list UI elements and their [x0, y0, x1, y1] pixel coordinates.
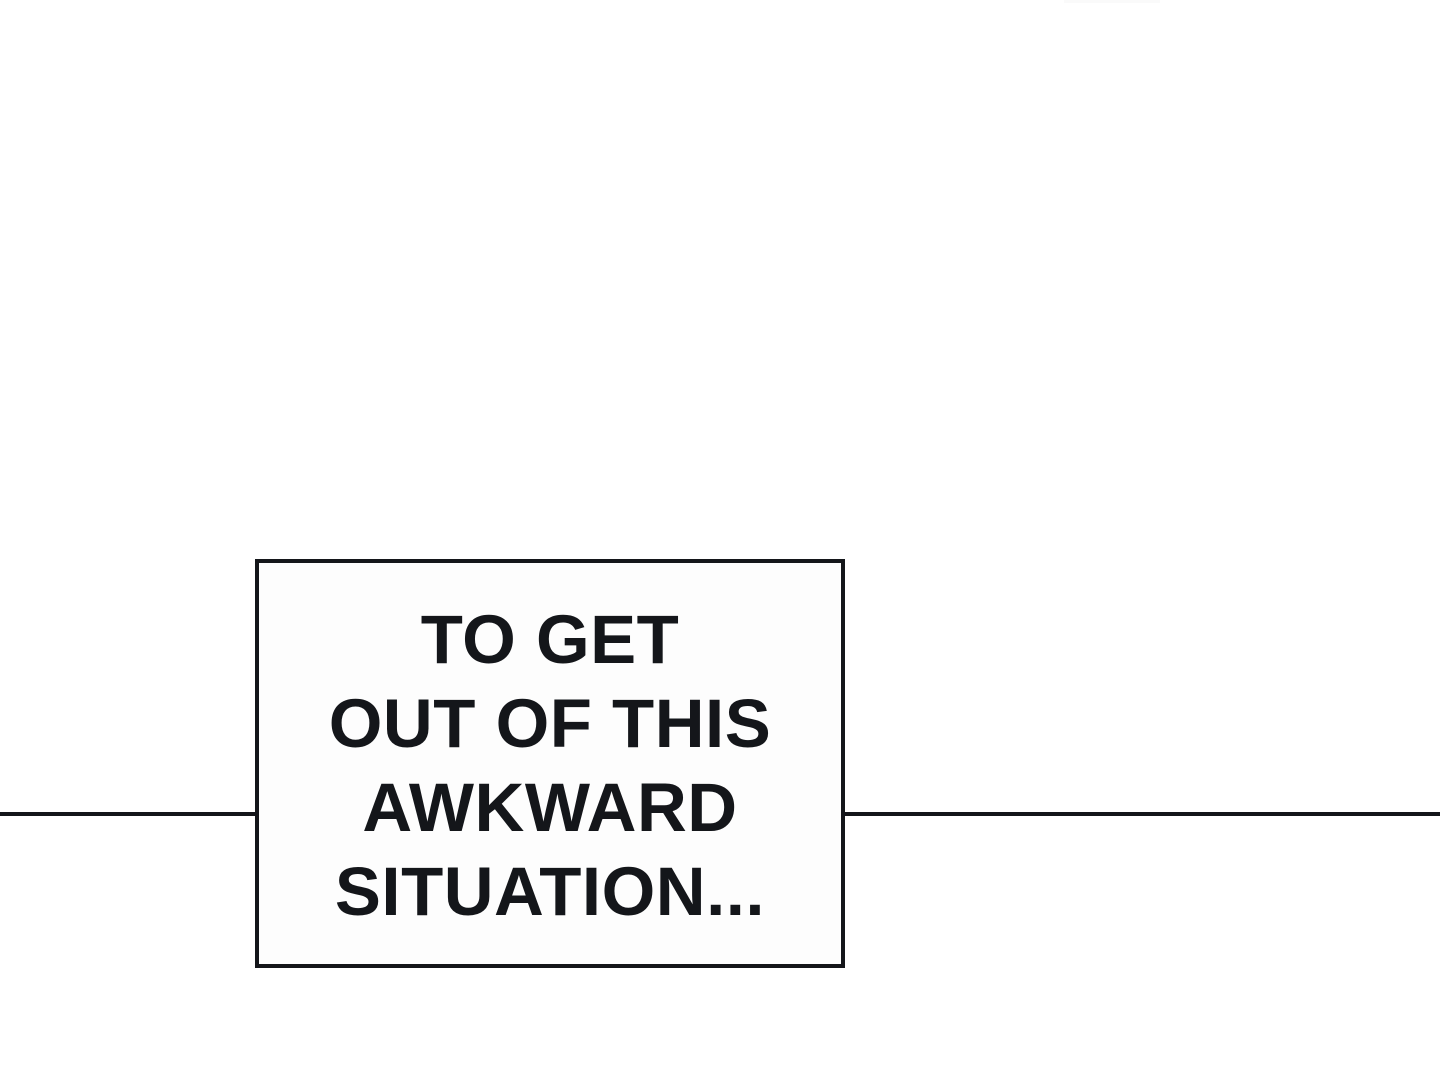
caption-line-1: TO GET	[420, 600, 680, 678]
caption-line-2: OUT OF THIS	[328, 684, 772, 762]
caption-box: TO GET OUT OF THIS AWKWARD SITUATION...	[255, 559, 845, 968]
caption-text-block: TO GET OUT OF THIS AWKWARD SITUATION...	[259, 598, 841, 934]
scan-artifact-mark	[1064, 0, 1160, 3]
panel-divider-line-right	[843, 812, 1440, 816]
caption-line-4: SITUATION...	[334, 852, 766, 930]
caption-line-3: AWKWARD	[362, 768, 738, 846]
panel-divider-line-left	[0, 812, 257, 816]
